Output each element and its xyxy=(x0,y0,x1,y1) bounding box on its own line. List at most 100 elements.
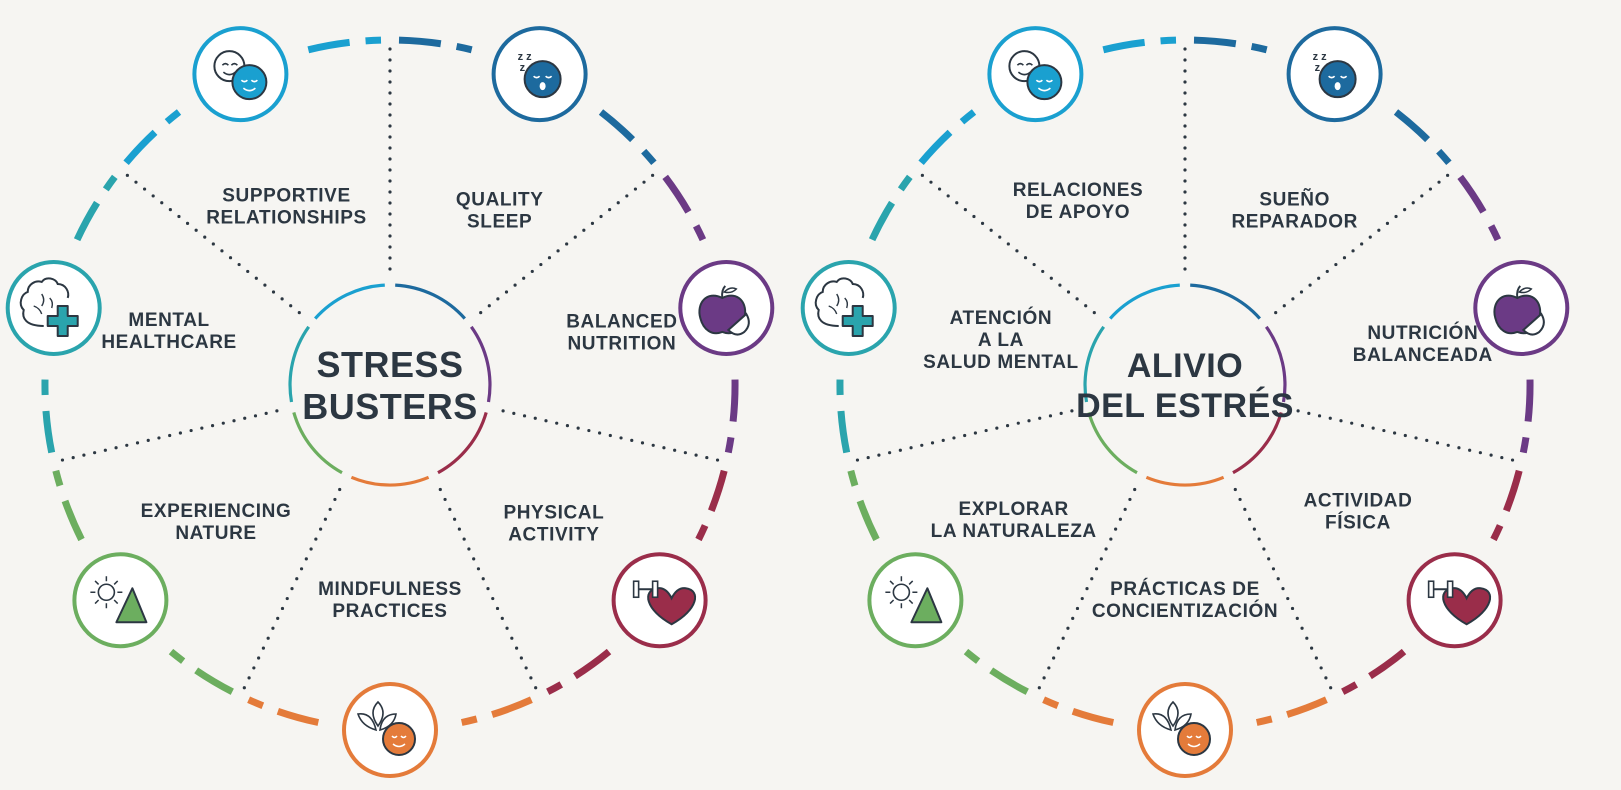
outer-ring-arc-nature xyxy=(963,648,1029,695)
divider-spoke xyxy=(479,171,657,315)
segment-label-line: SALUD MENTAL xyxy=(923,352,1079,373)
outer-ring-arc-nature xyxy=(168,648,234,695)
outer-ring-arc-mindfulness xyxy=(1255,696,1328,726)
inner-ring-arc-mental xyxy=(288,325,311,403)
segment-label-line: MENTAL xyxy=(128,310,209,331)
friends-faces-icon xyxy=(192,26,289,123)
sleeping-face-icon: z zz xyxy=(1286,26,1383,123)
dumbbell-heart-icon xyxy=(611,552,708,649)
inner-ring-arc-mindfulness xyxy=(350,475,430,487)
outer-ring-arc-relationships xyxy=(1102,36,1177,54)
segment-label-line: ATENCIÓN xyxy=(950,307,1053,329)
inner-ring-arc-sleep xyxy=(395,283,466,320)
outer-ring-arc-mindfulness xyxy=(1042,696,1115,726)
outer-ring-arc-relationships xyxy=(918,109,977,166)
outer-ring-arc-sleep xyxy=(398,36,473,54)
segment-label-line: DE APOYO xyxy=(1026,202,1130,223)
outer-ring-arc-mental xyxy=(41,379,56,454)
lotus-face-icon xyxy=(342,682,438,778)
inner-ring-arc-mental xyxy=(1083,325,1106,403)
lotus-face-icon xyxy=(1137,682,1233,778)
divider-spoke xyxy=(852,409,1074,463)
segment-label-line: SUPPORTIVE xyxy=(222,186,350,207)
segment-label-line: LA NATURALEZA xyxy=(931,521,1097,542)
inner-ring-arc-activity xyxy=(437,411,488,475)
segment-label-line: BALANCEADA xyxy=(1353,345,1493,366)
segment-label-line: PHYSICAL xyxy=(503,503,604,524)
divider-spoke xyxy=(241,487,342,693)
apple-icon xyxy=(1473,260,1570,356)
outer-ring-arc-activity xyxy=(546,648,612,695)
segment-label-line: QUALITY xyxy=(456,190,544,211)
inner-ring-arc-nutrition xyxy=(469,325,492,403)
segment-label-line: EXPLORAR xyxy=(959,499,1069,520)
outer-ring-arc-sleep xyxy=(598,109,657,166)
outer-ring-arc-relationships xyxy=(123,109,182,166)
segment-label-line: CONCIENTIZACIÓN xyxy=(1092,600,1278,622)
segment-label-line: SUEÑO xyxy=(1259,189,1330,211)
inner-ring-arc-sleep xyxy=(1190,283,1261,320)
segment-label-line: NATURE xyxy=(175,523,256,544)
center-title-line: ALIVIO xyxy=(1127,347,1243,385)
outer-ring-arc-mindfulness xyxy=(460,696,533,726)
svg-text:z z: z z xyxy=(1313,51,1328,63)
segment-label-line: RELACIONES xyxy=(1013,180,1144,201)
inner-ring-arc-nutrition xyxy=(1264,325,1287,403)
outer-ring-arc-activity xyxy=(1490,469,1523,542)
sun-mountain-icon xyxy=(867,552,964,649)
segment-label-line: PRÁCTICAS DE xyxy=(1110,578,1260,600)
outer-ring-arc-mental xyxy=(836,379,851,454)
segment-label-line: REPARADOR xyxy=(1231,212,1357,233)
center-title-line: BUSTERS xyxy=(302,386,478,427)
sleeping-face-icon: z zz xyxy=(491,26,588,123)
outer-ring-arc-mindfulness xyxy=(247,696,320,726)
outer-ring-arc-sleep xyxy=(1193,36,1268,54)
outer-ring-arc-nature xyxy=(847,469,880,542)
segment-label-line: EXPERIENCING xyxy=(141,501,292,522)
segment-label-line: NUTRICIÓN xyxy=(1367,322,1478,344)
segment-label-line: RELATIONSHIPS xyxy=(206,208,367,229)
divider-spoke xyxy=(57,409,279,463)
divider-spoke xyxy=(1296,409,1518,463)
outer-ring-arc-nutrition xyxy=(724,379,739,454)
outer-ring-arc-nutrition xyxy=(1519,379,1534,454)
apple-icon xyxy=(678,260,775,356)
outer-ring-arc-nutrition xyxy=(662,174,707,242)
svg-text:z: z xyxy=(1315,62,1321,74)
inner-ring-arc-nature xyxy=(292,411,343,475)
inner-ring-arc-nature xyxy=(1087,411,1138,475)
divider-spoke xyxy=(1036,487,1137,693)
segment-label-line: A LA xyxy=(978,330,1024,351)
segment-label-line: BALANCED xyxy=(566,312,677,333)
inner-ring-arc-activity xyxy=(1232,411,1283,475)
svg-text:z: z xyxy=(520,62,526,74)
inner-ring-arc-mindfulness xyxy=(1145,475,1225,487)
outer-ring-arc-nutrition xyxy=(1457,174,1502,242)
dumbbell-heart-icon xyxy=(1406,552,1503,649)
divider-spoke xyxy=(123,171,301,315)
outer-ring-arc-mental xyxy=(73,174,118,242)
svg-text:z z: z z xyxy=(518,51,533,63)
outer-ring-arc-activity xyxy=(1341,648,1407,695)
divider-spoke xyxy=(438,487,539,693)
divider-spoke xyxy=(918,171,1096,315)
outer-ring-arc-activity xyxy=(695,469,728,542)
divider-spoke xyxy=(501,409,723,463)
outer-ring-arc-nature xyxy=(52,469,85,542)
